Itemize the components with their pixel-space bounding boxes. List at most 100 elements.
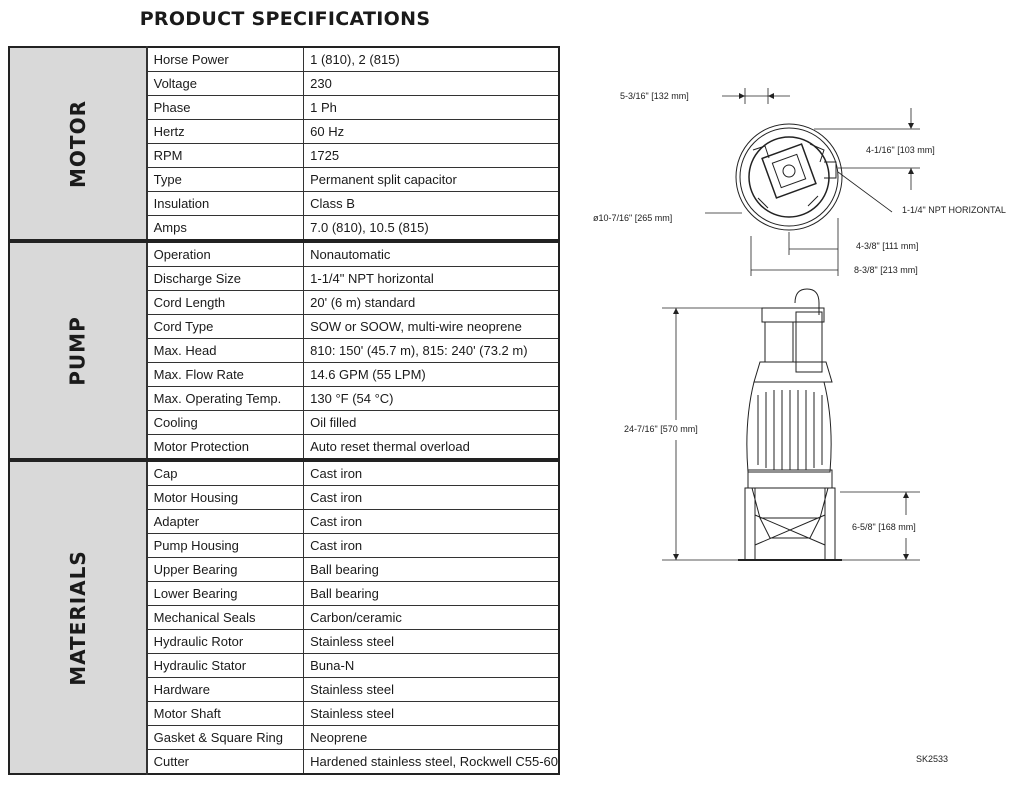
spec-value: Cast iron bbox=[303, 509, 560, 534]
dim-overall-width: 8-3/8" [213 mm] bbox=[854, 265, 918, 275]
spec-value: Cast iron bbox=[303, 485, 560, 510]
spec-label: Lower Bearing bbox=[146, 581, 305, 606]
spec-label: Max. Flow Rate bbox=[146, 362, 305, 387]
spec-label: Motor Shaft bbox=[146, 701, 305, 726]
spec-label: Horse Power bbox=[146, 46, 305, 72]
spec-label: RPM bbox=[146, 143, 305, 168]
top-view-outline bbox=[735, 123, 843, 231]
spec-label: Amps bbox=[146, 215, 305, 242]
spec-value: Class B bbox=[303, 191, 560, 216]
section-header-pump: PUMP bbox=[8, 239, 148, 461]
spec-label: Hardware bbox=[146, 677, 305, 702]
discharge-note: 1-1/4" NPT HORIZONTAL bbox=[902, 205, 1006, 215]
spec-value: 1 (810), 2 (815) bbox=[303, 46, 560, 72]
drawing-id: SK2533 bbox=[916, 754, 949, 764]
dim-top-depth: 4-1/16" [103 mm] bbox=[866, 145, 935, 155]
spec-value: Ball bearing bbox=[303, 557, 560, 582]
spec-label: Cord Type bbox=[146, 314, 305, 339]
dim-diameter: ø10-7/16" [265 mm] bbox=[593, 213, 673, 223]
spec-label: Cutter bbox=[146, 749, 305, 775]
spec-value: Nonautomatic bbox=[303, 239, 560, 267]
spec-value: SOW or SOOW, multi-wire neoprene bbox=[303, 314, 560, 339]
spec-value: Cast iron bbox=[303, 533, 560, 558]
spec-label: Voltage bbox=[146, 71, 305, 96]
spec-value: 230 bbox=[303, 71, 560, 96]
spec-label: Type bbox=[146, 167, 305, 192]
spec-value: 1725 bbox=[303, 143, 560, 168]
dim-height: 24-7/16" [570 mm] bbox=[624, 424, 698, 434]
spec-label: Hertz bbox=[146, 119, 305, 144]
spec-row: Max. Operating Temp.130 °F (54 °C) bbox=[9, 386, 560, 411]
spec-value: 1-1/4" NPT horizontal bbox=[303, 266, 560, 291]
spec-value: Neoprene bbox=[303, 725, 560, 750]
pump-dimension-drawing bbox=[662, 88, 920, 561]
spec-label: Gasket & Square Ring bbox=[146, 725, 305, 750]
spec-label: Max. Head bbox=[146, 338, 305, 363]
spec-label: Operation bbox=[146, 239, 305, 267]
page-title: PRODUCT SPECIFICATIONS bbox=[139, 8, 431, 30]
dim-discharge-height: 6-5/8" [168 mm] bbox=[852, 522, 916, 532]
spec-value: 14.6 GPM (55 LPM) bbox=[303, 362, 560, 387]
section-name: PUMP bbox=[65, 315, 90, 386]
spec-label: Motor Protection bbox=[146, 434, 305, 461]
spec-label: Upper Bearing bbox=[146, 557, 305, 582]
spec-label: Hydraulic Rotor bbox=[146, 629, 305, 654]
spec-value: Auto reset thermal overload bbox=[303, 434, 560, 461]
spec-value: Oil filled bbox=[303, 410, 560, 435]
spec-label: Insulation bbox=[146, 191, 305, 216]
spec-value: Ball bearing bbox=[303, 581, 560, 606]
side-view-outline bbox=[738, 288, 842, 561]
section-header-motor: MOTOR bbox=[8, 46, 148, 242]
spec-value: Cast iron bbox=[303, 458, 560, 486]
spec-label: Cord Length bbox=[146, 290, 305, 315]
spec-value: Stainless steel bbox=[303, 701, 560, 726]
dim-center: 4-3/8" [111 mm] bbox=[856, 241, 919, 251]
spec-value: 1 Ph bbox=[303, 95, 560, 120]
spec-value: 60 Hz bbox=[303, 119, 560, 144]
spec-value: 20' (6 m) standard bbox=[303, 290, 560, 315]
spec-value: Hardened stainless steel, Rockwell C55-6… bbox=[303, 749, 560, 775]
spec-value: 130 °F (54 °C) bbox=[303, 386, 560, 411]
dim-top-width: 5-3/16" [132 mm] bbox=[620, 91, 689, 101]
spec-value: Stainless steel bbox=[303, 629, 560, 654]
dimension-arrows bbox=[673, 93, 914, 560]
spec-value: 7.0 (810), 10.5 (815) bbox=[303, 215, 560, 242]
spec-value: 810: 150' (45.7 m), 815: 240' (73.2 m) bbox=[303, 338, 560, 363]
spec-label: Hydraulic Stator bbox=[146, 653, 305, 678]
spec-value: Buna-N bbox=[303, 653, 560, 678]
spec-value: Carbon/ceramic bbox=[303, 605, 560, 630]
section-name: MOTOR bbox=[65, 99, 90, 188]
spec-label: Adapter bbox=[146, 509, 305, 534]
spec-value: Permanent split capacitor bbox=[303, 167, 560, 192]
spec-label: Cap bbox=[146, 458, 305, 486]
spec-label: Motor Housing bbox=[146, 485, 305, 510]
spec-value: Stainless steel bbox=[303, 677, 560, 702]
spec-label: Max. Operating Temp. bbox=[146, 386, 305, 411]
spec-label: Pump Housing bbox=[146, 533, 305, 558]
spec-label: Phase bbox=[146, 95, 305, 120]
side-view-dimension-lines bbox=[662, 307, 920, 561]
